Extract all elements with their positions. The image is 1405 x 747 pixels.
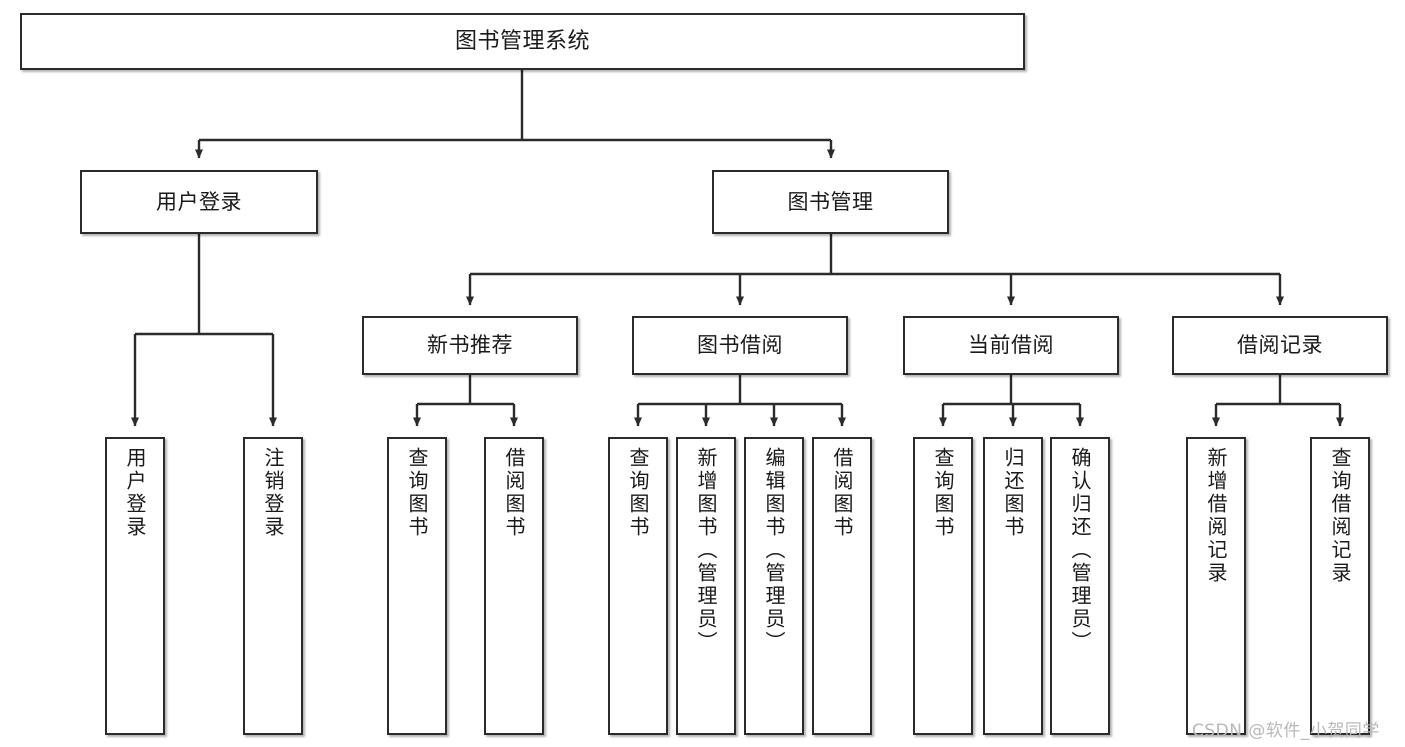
node-level2-book-management[interactable]: 图书管理	[712, 170, 949, 234]
node-leaf-logout[interactable]: 注销登录	[243, 437, 303, 735]
node-root[interactable]: 图书管理系统	[20, 13, 1025, 70]
node-leaf-borrow-book[interactable]: 借阅图书	[812, 437, 872, 735]
node-label: 新增图书（管理员）	[694, 447, 718, 654]
node-leaf-add-book-admin[interactable]: 新增图书（管理员）	[676, 437, 736, 735]
node-level3-new-book-recommend[interactable]: 新书推荐	[362, 316, 578, 375]
node-leaf-query-book-current[interactable]: 查询图书	[913, 437, 973, 735]
node-leaf-query-book[interactable]: 查询图书	[608, 437, 668, 735]
node-label: 查询图书	[405, 447, 429, 539]
node-level2-user-login[interactable]: 用户登录	[80, 170, 318, 234]
node-label: 当前借阅	[968, 333, 1054, 358]
node-leaf-add-borrow-record[interactable]: 新增借阅记录	[1186, 437, 1246, 735]
node-label: 新书推荐	[427, 333, 513, 358]
node-level3-current-borrow[interactable]: 当前借阅	[903, 316, 1119, 375]
node-label: 借阅图书	[502, 447, 526, 539]
node-label: 编辑图书（管理员）	[762, 447, 786, 654]
node-leaf-query-borrow-record[interactable]: 查询借阅记录	[1310, 437, 1370, 735]
node-label: 注销登录	[261, 447, 285, 539]
node-label: 图书管理系统	[454, 28, 590, 54]
node-leaf-user-login[interactable]: 用户登录	[105, 437, 165, 735]
node-label: 用户登录	[156, 189, 242, 214]
node-label: 新增借阅记录	[1204, 447, 1228, 585]
node-leaf-borrow-book-new[interactable]: 借阅图书	[484, 437, 544, 735]
node-leaf-query-book-new[interactable]: 查询图书	[387, 437, 447, 735]
node-label: 确认归还（管理员）	[1068, 447, 1092, 654]
node-label: 查询借阅记录	[1328, 447, 1352, 585]
node-label: 图书管理	[787, 189, 874, 214]
node-label: 查询图书	[626, 447, 650, 539]
node-label: 图书借阅	[697, 333, 783, 358]
node-label: 借阅记录	[1237, 333, 1323, 358]
node-label: 用户登录	[123, 447, 147, 539]
node-label: 归还图书	[1001, 447, 1025, 539]
node-leaf-return-book[interactable]: 归还图书	[983, 437, 1043, 735]
node-leaf-confirm-return-admin[interactable]: 确认归还（管理员）	[1050, 437, 1110, 735]
node-level3-borrow-record[interactable]: 借阅记录	[1172, 316, 1388, 375]
node-label: 查询图书	[931, 447, 955, 539]
node-level3-book-borrow[interactable]: 图书借阅	[632, 316, 848, 375]
node-label: 借阅图书	[830, 447, 854, 539]
node-leaf-edit-book-admin[interactable]: 编辑图书（管理员）	[744, 437, 804, 735]
